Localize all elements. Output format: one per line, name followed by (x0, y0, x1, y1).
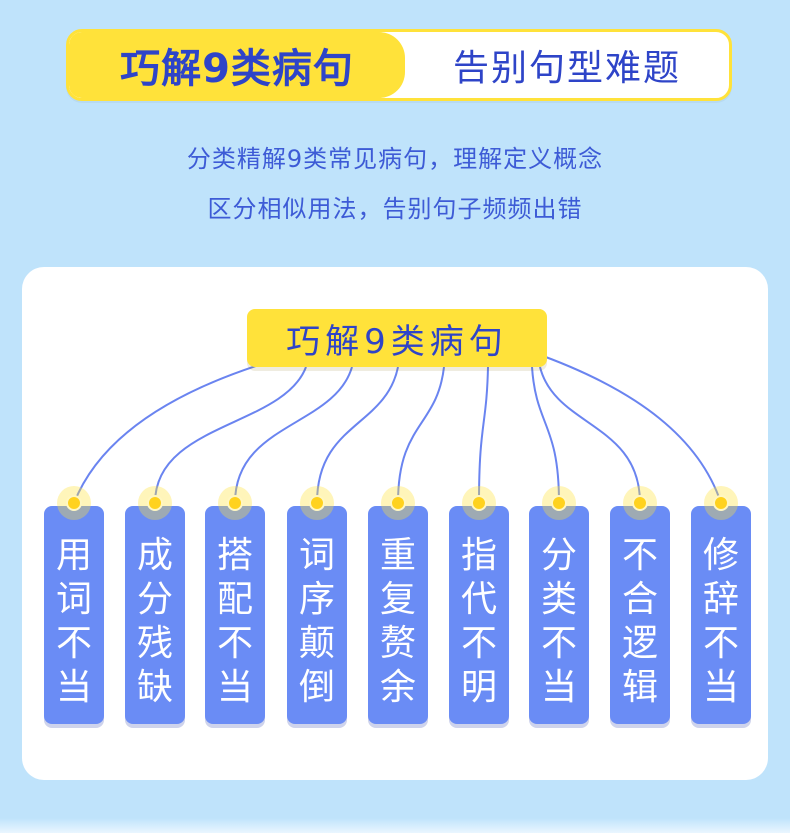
tree-leaf: 指代不明 (449, 506, 509, 724)
connector-dot (632, 495, 648, 511)
connector-line (154, 366, 307, 504)
title-banner: 巧解9类病句 告别句型难题 (66, 29, 732, 101)
connector-line (234, 366, 353, 504)
tree-leaf-label: 重复赘余 (379, 535, 416, 708)
subtitle-line-2: 区分相似用法，告别句子频频出错 (207, 195, 583, 223)
connector-line (397, 366, 445, 504)
tree-leaf: 搭配不当 (205, 506, 265, 724)
tree-leaf: 不合逻辑 (610, 506, 670, 724)
connector-dot (471, 495, 487, 511)
tree-leaf: 分类不当 (529, 506, 589, 724)
banner-tagline: 告别句型难题 (452, 48, 681, 89)
connector-line (539, 366, 641, 504)
connector-dot (147, 495, 163, 511)
tree-leaf-label: 指代不明 (460, 535, 497, 708)
tree-leaf-label: 修辞不当 (702, 535, 739, 708)
tree-leaf-label: 分类不当 (540, 535, 577, 708)
connector-dot (390, 495, 406, 511)
tree-leaf: 重复赘余 (368, 506, 428, 724)
connector-dot (551, 495, 567, 511)
connector-dot (227, 495, 243, 511)
banner-title: 巧解9类病句 (69, 32, 405, 98)
connector-line (316, 366, 399, 504)
tree-leaf-label: 用词不当 (55, 535, 92, 708)
tree-leaf: 修辞不当 (691, 506, 751, 724)
connector-line (478, 366, 489, 504)
tree-leaf: 用词不当 (44, 506, 104, 724)
tree-leaf-label: 成分残缺 (136, 535, 173, 708)
subtitle-line-1: 分类精解9类常见病句，理解定义概念 (186, 145, 604, 173)
connector-dot (309, 495, 325, 511)
bottom-strip (0, 818, 790, 833)
tree-leaf-label: 词序颠倒 (298, 535, 335, 708)
tree-leaf: 词序颠倒 (287, 506, 347, 724)
tree-leaf: 成分残缺 (125, 506, 185, 724)
connector-line (531, 366, 560, 504)
connector-line (73, 363, 263, 504)
connector-line (531, 351, 722, 504)
connector-dot (66, 495, 82, 511)
tree-leaf-label: 搭配不当 (216, 535, 253, 708)
tree-root-label: 巧解9类病句 (247, 309, 547, 367)
tree-leaf-label: 不合逻辑 (621, 535, 658, 708)
connector-dot (713, 495, 729, 511)
